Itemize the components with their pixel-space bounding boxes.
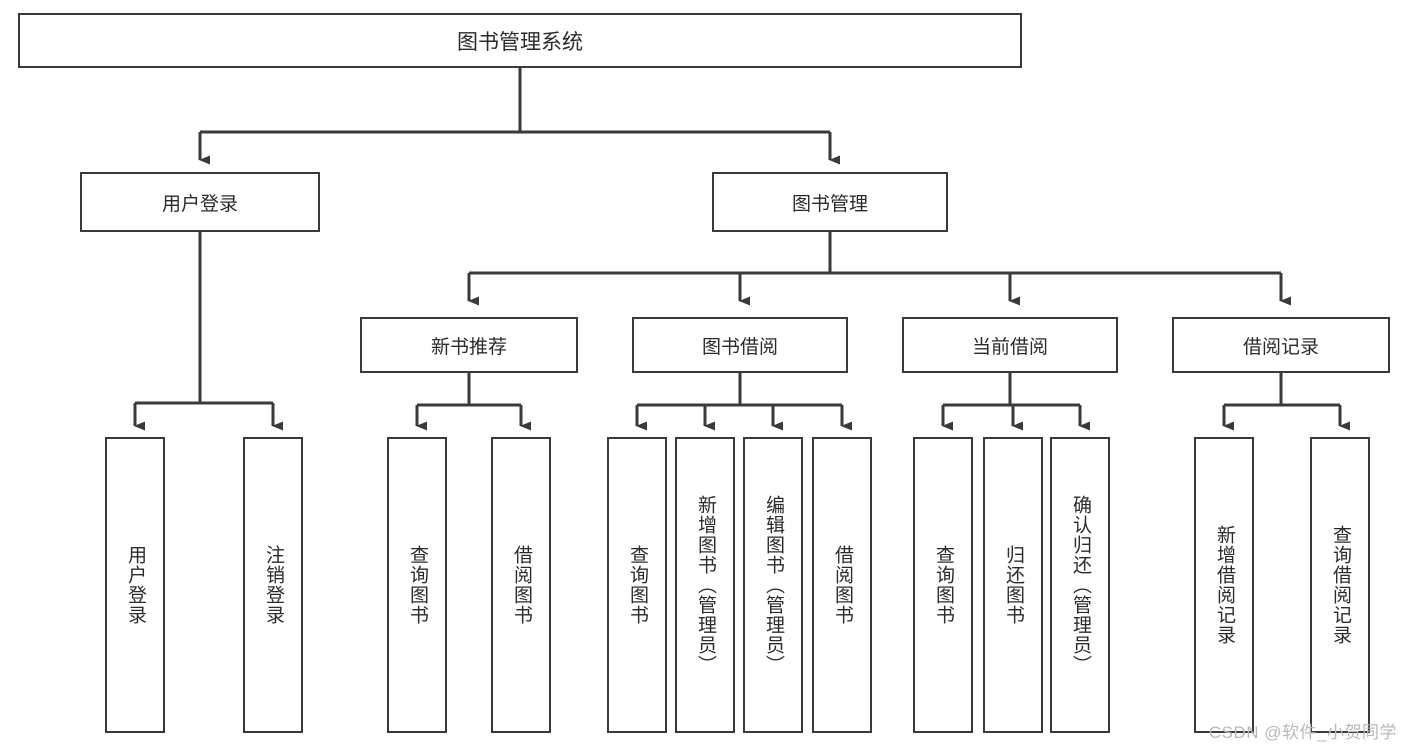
node-label: 当前借阅 (971, 336, 1048, 358)
leaf-confirm-return-admin[interactable]: 确认归还（管理员） (1050, 437, 1110, 733)
node-label: 查询图书 (932, 545, 954, 625)
node-book-borrowing[interactable]: 图书借阅 (632, 317, 848, 373)
node-label: 借阅图书 (510, 545, 532, 625)
node-label: 新增图书（管理员） (694, 495, 716, 675)
leaf-edit-book-admin[interactable]: 编辑图书（管理员） (743, 437, 803, 733)
node-root-book-management-system[interactable]: 图书管理系统 (18, 13, 1022, 68)
node-label: 确认归还（管理员） (1069, 495, 1091, 675)
node-label: 图书管理 (791, 193, 868, 215)
node-label: 编辑图书（管理员） (762, 495, 784, 675)
leaf-query-book-current[interactable]: 查询图书 (913, 437, 973, 733)
node-label: 查询借阅记录 (1329, 525, 1351, 645)
node-label: 借阅图书 (831, 545, 853, 625)
node-user-login[interactable]: 用户登录 (80, 172, 320, 232)
node-label: 注销登录 (262, 545, 284, 625)
node-book-management[interactable]: 图书管理 (712, 172, 948, 232)
node-label: 借阅记录 (1242, 336, 1319, 358)
node-borrowing-record[interactable]: 借阅记录 (1172, 317, 1390, 373)
node-current-borrowing[interactable]: 当前借阅 (902, 317, 1118, 373)
node-label: 查询图书 (626, 545, 648, 625)
node-label: 用户登录 (161, 193, 238, 215)
leaf-query-book-newbook[interactable]: 查询图书 (387, 437, 447, 733)
leaf-query-book-borrow[interactable]: 查询图书 (607, 437, 667, 733)
node-new-book-recommendation[interactable]: 新书推荐 (360, 317, 578, 373)
node-label: 新书推荐 (430, 336, 507, 358)
leaf-user-login[interactable]: 用户登录 (105, 437, 165, 733)
leaf-borrow-book-borrow[interactable]: 借阅图书 (812, 437, 872, 733)
leaf-add-book-admin[interactable]: 新增图书（管理员） (675, 437, 735, 733)
leaf-logout[interactable]: 注销登录 (243, 437, 303, 733)
node-label: 新增借阅记录 (1213, 525, 1235, 645)
node-label: 图书借阅 (701, 336, 778, 358)
leaf-add-borrow-record[interactable]: 新增借阅记录 (1194, 437, 1254, 733)
node-label: 图书管理系统 (457, 30, 583, 54)
node-label: 查询图书 (406, 545, 428, 625)
leaf-return-book[interactable]: 归还图书 (983, 437, 1043, 733)
node-label: 用户登录 (124, 545, 146, 625)
node-label: 归还图书 (1002, 545, 1024, 625)
leaf-query-borrow-record[interactable]: 查询借阅记录 (1310, 437, 1370, 733)
leaf-borrow-book-newbook[interactable]: 借阅图书 (491, 437, 551, 733)
